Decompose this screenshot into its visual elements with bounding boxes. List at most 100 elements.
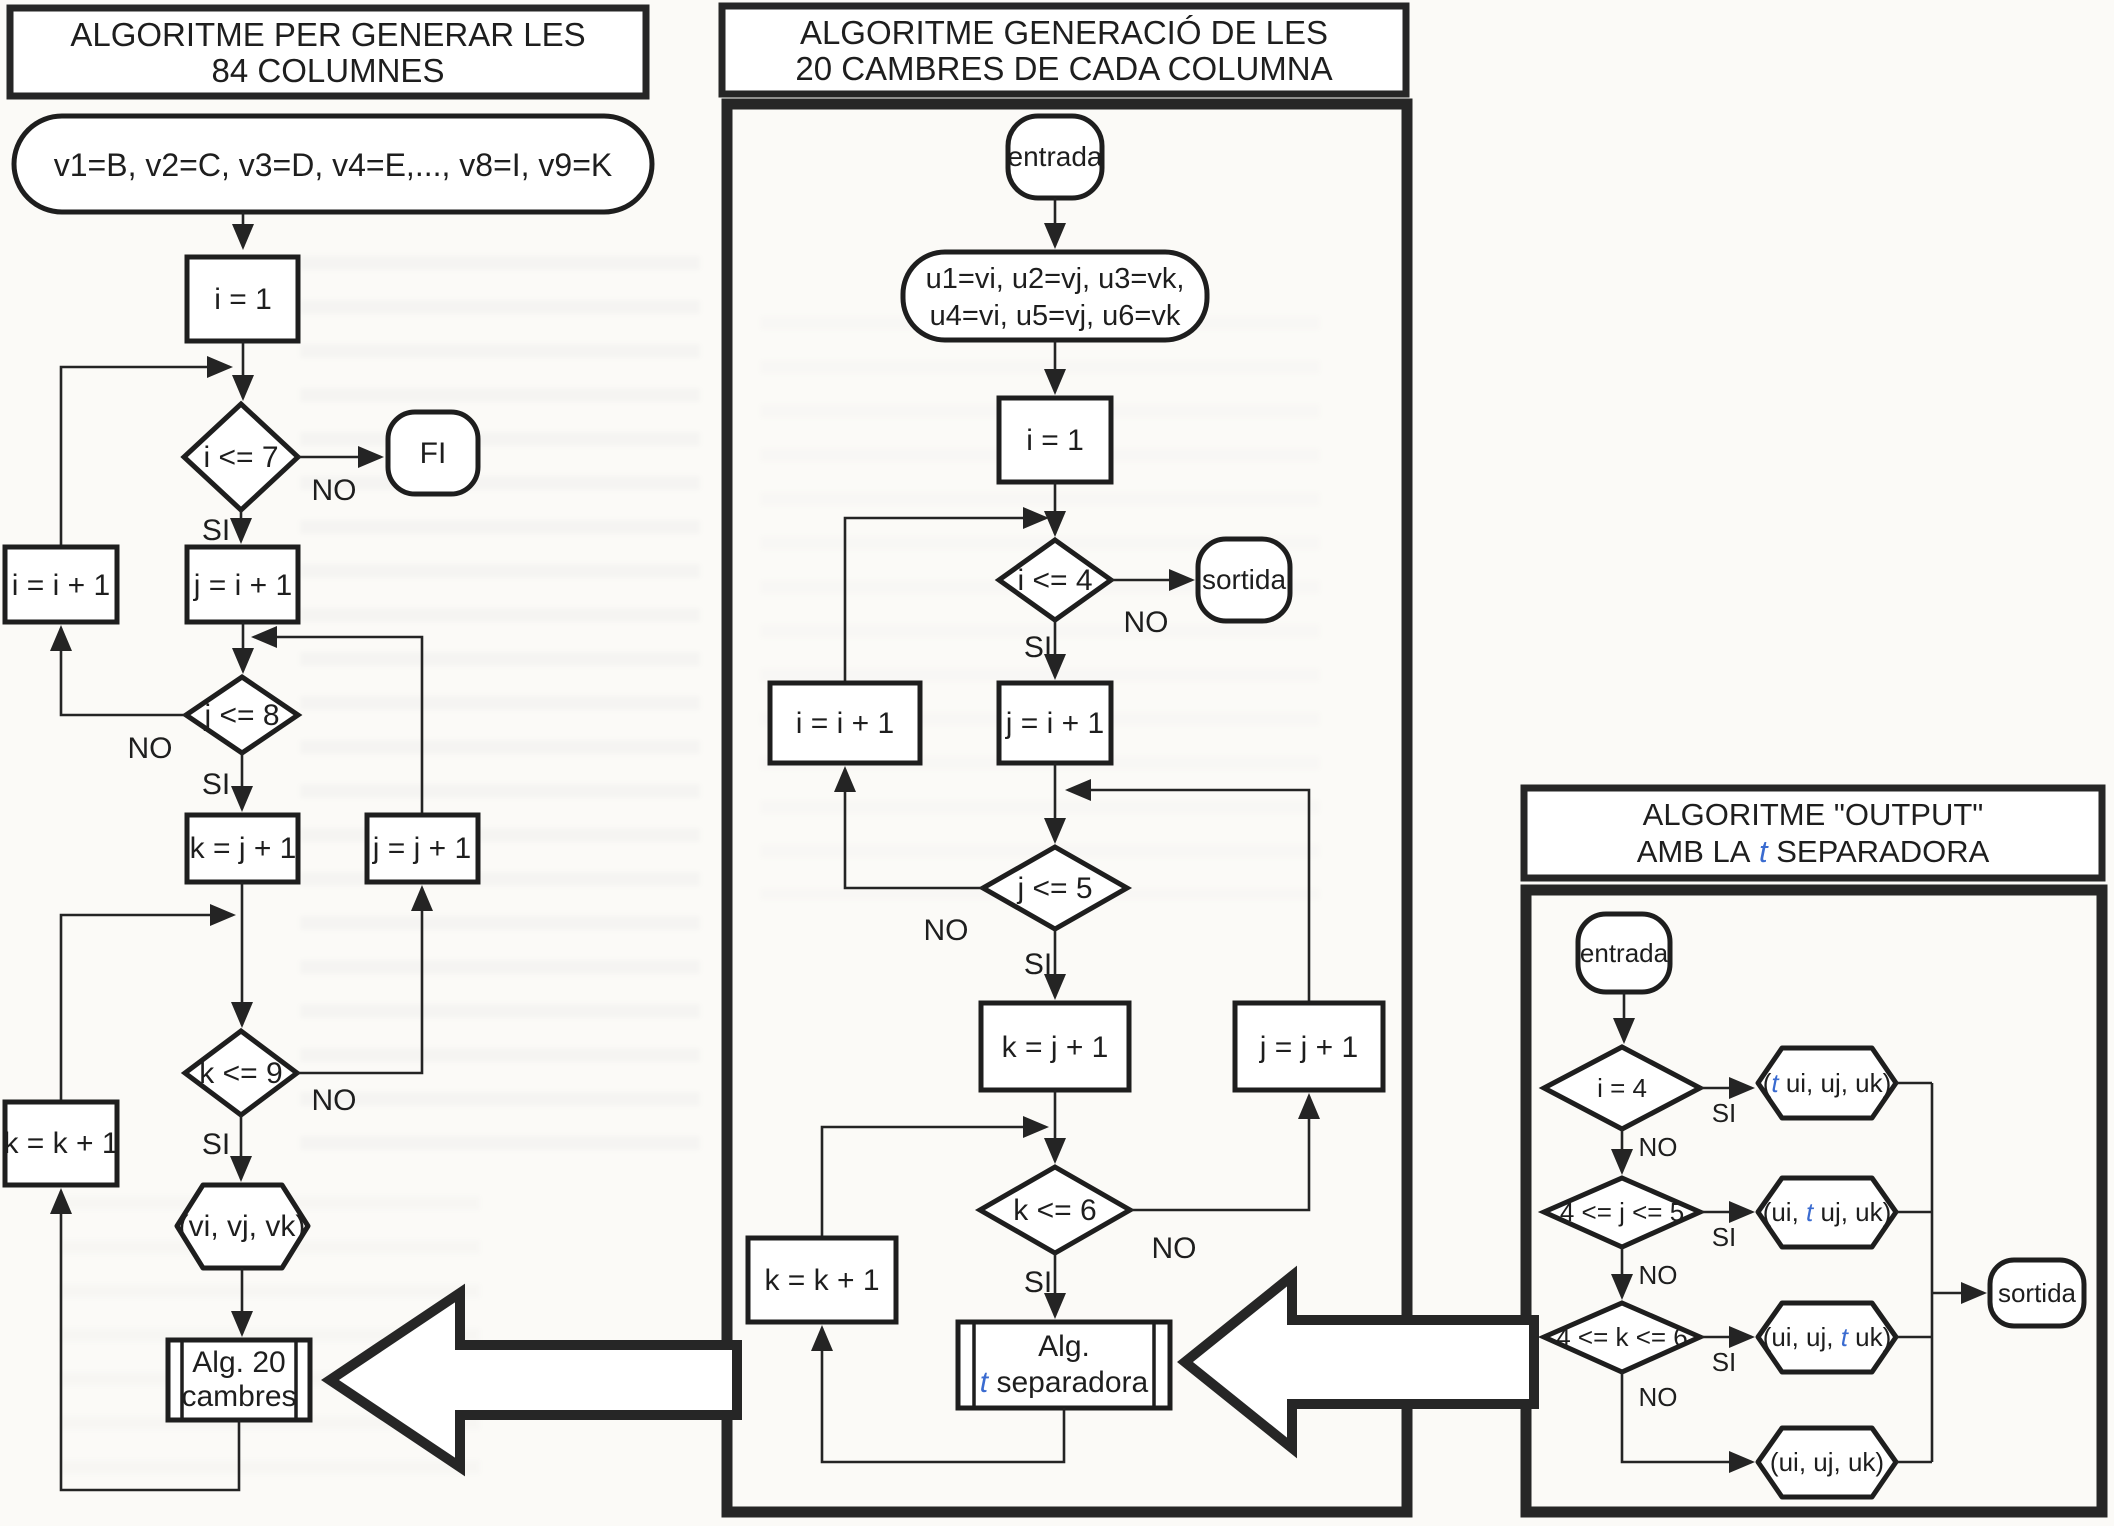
connector xyxy=(297,885,433,1075)
right-chart-title-box xyxy=(1520,784,2106,882)
right-chart-title-line2: AMB LA t SEPARADORA xyxy=(1637,834,1990,869)
connector xyxy=(50,625,186,717)
right-cond1-no-label: NO xyxy=(1639,1132,1678,1162)
middle-set-j-box xyxy=(996,680,1114,766)
right-output3-display xyxy=(1755,1300,1899,1375)
left-chart-title-line1: ALGORITME PER GENERAR LES xyxy=(70,16,585,53)
left-set-k-box xyxy=(184,812,301,885)
big-arrow-right-to-middle xyxy=(1177,1265,1539,1459)
connector-loop-i xyxy=(843,507,1049,683)
middle-subroutine-line1: Alg. xyxy=(1038,1330,1090,1363)
left-inc-i-box xyxy=(2,544,120,625)
left-output-display xyxy=(174,1182,311,1271)
right-chart: ALGORITME "OUTPUT" AMB LA t SEPARADORA e… xyxy=(1520,784,2108,1518)
right-output1-label: (t ui, uj, uk) xyxy=(1763,1068,1892,1098)
middle-subroutine-box xyxy=(955,1319,1173,1411)
middle-cond-k-no-label: NO xyxy=(1152,1232,1197,1265)
left-inc-k-box xyxy=(2,1099,120,1188)
middle-init-i-label: i = 1 xyxy=(1026,424,1084,457)
connector xyxy=(1620,1372,1755,1473)
middle-cond-k-yes-label: SI xyxy=(1024,1266,1052,1299)
middle-exit-terminator xyxy=(1195,536,1293,624)
big-arrow-middle-to-left xyxy=(321,1283,742,1477)
middle-chart-border xyxy=(721,98,1413,1518)
left-output-label: (vi, vj, vk) xyxy=(179,1210,306,1243)
left-chart-title-box xyxy=(6,4,650,100)
scan-bleed-artifact xyxy=(300,240,700,1160)
left-cond-j-yes-label: SI xyxy=(202,768,230,801)
middle-cond-k-label: k <= 6 xyxy=(1013,1194,1096,1227)
middle-chart-title-line1: ALGORITME GENERACIÓ DE LES xyxy=(800,14,1328,51)
left-chart: ALGORITME PER GENERAR LES 84 COLUMNES v1… xyxy=(2,4,655,1492)
right-output3-label: (ui, uj, t uk) xyxy=(1763,1322,1892,1352)
middle-exit-label: sortida xyxy=(1202,564,1286,595)
left-cond-i-yes-label: SI xyxy=(202,514,230,547)
left-set-j-label: j = i + 1 xyxy=(193,569,292,602)
right-output4-label: (ui, uj, uk) xyxy=(1770,1447,1884,1477)
left-inc-k-label: k = k + 1 xyxy=(3,1127,118,1160)
right-cond3-yes-label: SI xyxy=(1712,1347,1737,1377)
middle-inc-k-box xyxy=(745,1235,899,1325)
right-exit-terminator xyxy=(1987,1257,2087,1329)
right-cond2-yes-label: SI xyxy=(1712,1222,1737,1252)
middle-set-j-label: j = i + 1 xyxy=(1005,707,1104,740)
right-output2-label: (ui, t uj, uk) xyxy=(1763,1197,1892,1227)
middle-cond-i-label: i <= 4 xyxy=(1017,564,1092,597)
middle-inc-j-label: j = j + 1 xyxy=(1259,1031,1358,1064)
right-output1-display xyxy=(1755,1045,1899,1121)
connector-loop-i xyxy=(59,356,233,547)
left-subroutine-box xyxy=(165,1337,313,1423)
middle-set-k-label: k = j + 1 xyxy=(1002,1031,1109,1064)
right-cond1-label: i = 4 xyxy=(1597,1073,1647,1103)
connector xyxy=(1130,1093,1320,1212)
middle-cond-i-yes-label: SI xyxy=(1024,631,1052,664)
connector-return-loop xyxy=(50,1188,241,1492)
left-subroutine-line1: Alg. 20 xyxy=(192,1346,285,1379)
middle-chart-title-line2: 20 CAMBRES DE CADA COLUMNA xyxy=(795,50,1332,87)
middle-assign-line1: u1=vi, u2=vj, u3=vk, xyxy=(926,263,1185,295)
right-entry-label: entrada xyxy=(1580,938,1669,968)
middle-chart-title-box xyxy=(718,2,1410,98)
right-cond2-label: 4 <= j <= 5 xyxy=(1560,1197,1684,1227)
connector-loop-k xyxy=(59,904,236,1102)
connector xyxy=(834,766,983,890)
left-chart-title-line2: 84 COLUMNES xyxy=(212,52,445,89)
right-cond1-yes-label: SI xyxy=(1712,1098,1737,1128)
middle-inc-i-label: i = i + 1 xyxy=(796,707,894,740)
left-cond-k-no-label: NO xyxy=(312,1084,357,1117)
middle-init-i-box xyxy=(996,395,1114,485)
middle-set-k-box xyxy=(978,1000,1132,1093)
right-chart-title-line1: ALGORITME "OUTPUT" xyxy=(1643,797,1984,832)
right-exit-label: sortida xyxy=(1998,1278,2077,1308)
middle-cond-i-no-label: NO xyxy=(1124,606,1169,639)
middle-entry-label: entrada xyxy=(1008,141,1103,172)
middle-chart: ALGORITME GENERACIÓ DE LES 20 CAMBRES DE… xyxy=(718,2,1413,1518)
right-cond3-label: 4 <= k <= 6 xyxy=(1556,1322,1688,1352)
left-set-k-label: k = j + 1 xyxy=(190,832,297,865)
left-cond-k-yes-label: SI xyxy=(202,1128,230,1161)
middle-cond-j-yes-label: SI xyxy=(1024,948,1052,981)
left-end-label: FI xyxy=(420,437,447,470)
connector-collector xyxy=(1896,1081,1934,1464)
left-cond-j-label: j <= 8 xyxy=(203,699,279,732)
middle-cond-j-no-label: NO xyxy=(924,914,969,947)
left-cond-i-no-label: NO xyxy=(312,474,357,507)
right-cond3-no-label: NO xyxy=(1639,1382,1678,1412)
right-output2-display xyxy=(1755,1175,1899,1250)
left-set-j-box xyxy=(184,544,301,625)
left-cond-j-no-label: NO xyxy=(128,732,173,765)
connector-return-loop xyxy=(811,1325,1066,1464)
left-subroutine-line2: cambres xyxy=(181,1380,296,1413)
right-cond2-no-label: NO xyxy=(1639,1260,1678,1290)
left-init-i-label: i = 1 xyxy=(214,283,272,316)
connector-loop-j xyxy=(1065,779,1311,1003)
right-output4-display xyxy=(1755,1425,1899,1500)
connector-loop-j xyxy=(251,626,424,815)
left-start-terminator xyxy=(11,113,655,215)
left-cond-k-label: k <= 9 xyxy=(199,1057,282,1090)
left-inc-j-box xyxy=(364,812,481,885)
right-chart-border xyxy=(1520,884,2108,1518)
left-cond-i-label: i <= 7 xyxy=(203,441,278,474)
